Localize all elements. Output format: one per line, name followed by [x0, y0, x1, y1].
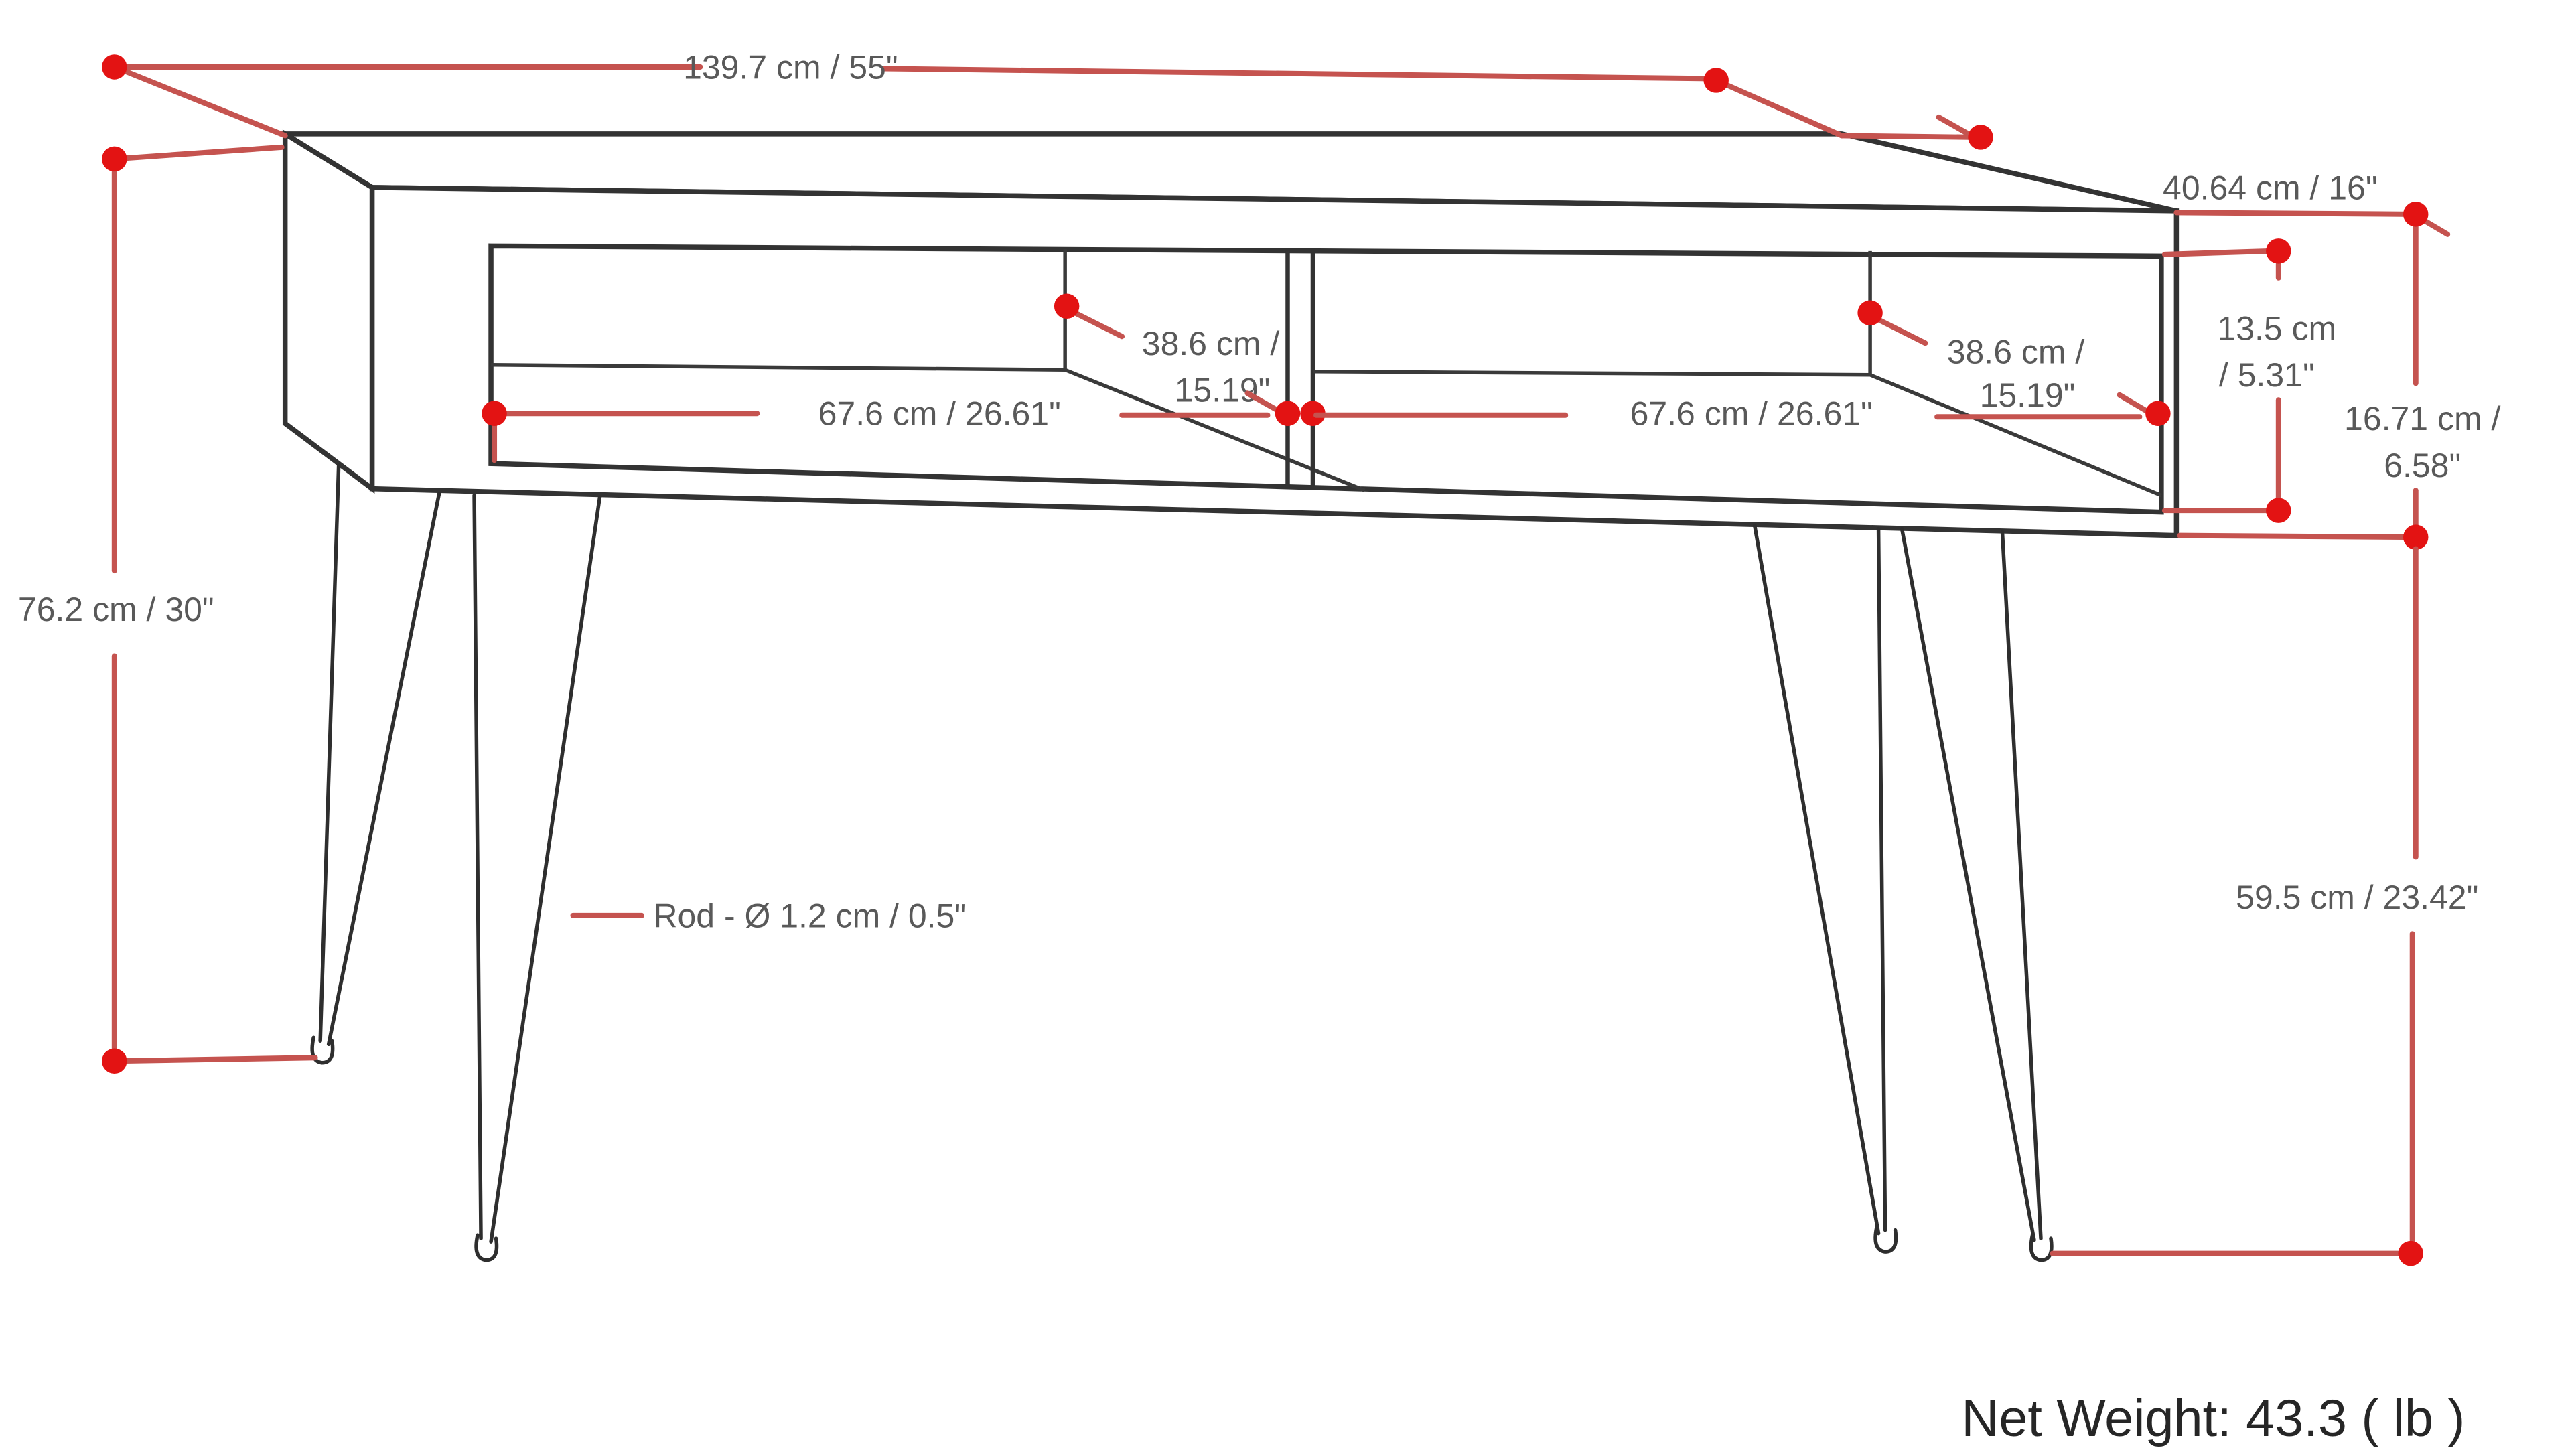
dimension-dot: [2398, 1240, 2423, 1266]
dimension-dot: [482, 401, 507, 426]
dim-leg-height: 59.5 cm / 23.42": [2050, 546, 2478, 1266]
dim-left-cubby-width-label: 67.6 cm / 26.61": [818, 395, 1061, 433]
dim-opening-height-label-line1: 13.5 cm: [2217, 309, 2336, 347]
leg-back-right: [1900, 526, 2054, 1262]
dim-depth: 40.64 cm / 16": [1839, 114, 2378, 206]
dimension-dot: [1275, 401, 1301, 426]
leg-foot: [2029, 1233, 2054, 1262]
dim-overall-width: 139.7 cm / 55": [102, 48, 1845, 139]
right-cubby-floor-line: [1312, 369, 1871, 377]
dimension-dot: [1968, 125, 1993, 150]
dim-left-cubby-depth-label-line1: 38.6 cm /: [1142, 325, 1280, 362]
net-weight-label: Net Weight: 43.3 ( lb ): [1961, 1390, 2465, 1447]
dim-overall-height: 76.2 cm / 30": [18, 144, 318, 1074]
right-cubby-diagonal: [1869, 373, 2162, 498]
dim-side-height: 16.71 cm / 6.58": [2173, 202, 2500, 550]
leg-foot: [1873, 1224, 1898, 1254]
dimension-dot: [102, 1048, 127, 1074]
leg-front-right: [1752, 523, 1898, 1254]
dim-left-cubby-width: 67.6 cm / 26.61": [482, 390, 1326, 463]
left-cubby-floor-line: [491, 363, 1066, 372]
dim-right-cubby-depth-label-line1: 38.6 cm /: [1947, 333, 2085, 370]
dimension-dot: [1857, 300, 1883, 326]
dimension-dot: [102, 54, 127, 80]
leg-back-left: [310, 463, 441, 1065]
dim-right-cubby-depth-label-line2: 15.19": [1980, 376, 2076, 414]
dimension-dot: [102, 146, 127, 172]
dim-overall-width-label: 139.7 cm / 55": [683, 48, 898, 86]
dim-right-cubby-width-label: 67.6 cm / 26.61": [1630, 395, 1873, 433]
dimension-dot: [1703, 68, 1729, 93]
desk-left-panel: [282, 129, 375, 494]
dimension-dot: [2266, 498, 2291, 523]
dim-overall-height-label: 76.2 cm / 30": [18, 591, 214, 628]
dim-leg-height-label: 59.5 cm / 23.42": [2236, 879, 2478, 916]
dimension-dot: [2403, 524, 2429, 550]
dim-left-cubby-depth-label-line2: 15.19": [1175, 372, 1271, 409]
dim-opening-height-label-line2: / 5.31": [2219, 356, 2315, 394]
leg-foot: [474, 1233, 499, 1262]
leg-foot: [310, 1035, 335, 1065]
dimension-dot: [2403, 202, 2429, 227]
dimension-dot: [2266, 238, 2291, 264]
dimension-dot: [1300, 401, 1326, 426]
leg-front-left: [472, 493, 602, 1262]
dim-right-cubby-depth: 38.6 cm / 15.19": [1857, 300, 2085, 414]
dim-left-cubby-depth: 38.6 cm / 15.19": [1054, 293, 1280, 409]
dim-rod-diameter: Rod - Ø 1.2 cm / 0.5": [570, 897, 967, 934]
dim-side-height-label-line1: 16.71 cm /: [2344, 400, 2500, 437]
desk-drawing: [276, 129, 2180, 1262]
dim-rod-diameter-label: Rod - Ø 1.2 cm / 0.5": [653, 897, 967, 934]
dim-side-height-label-line2: 6.58": [2384, 447, 2461, 484]
dim-opening-height: 13.5 cm / 5.31": [2161, 238, 2336, 523]
dim-depth-label: 40.64 cm / 16": [2163, 169, 2378, 206]
dim-right-cubby-width: 67.6 cm / 26.61": [1313, 392, 2171, 433]
cubby-opening: [488, 243, 2164, 515]
dimension-dot: [1054, 293, 1080, 319]
dimension-dot: [2145, 401, 2171, 426]
